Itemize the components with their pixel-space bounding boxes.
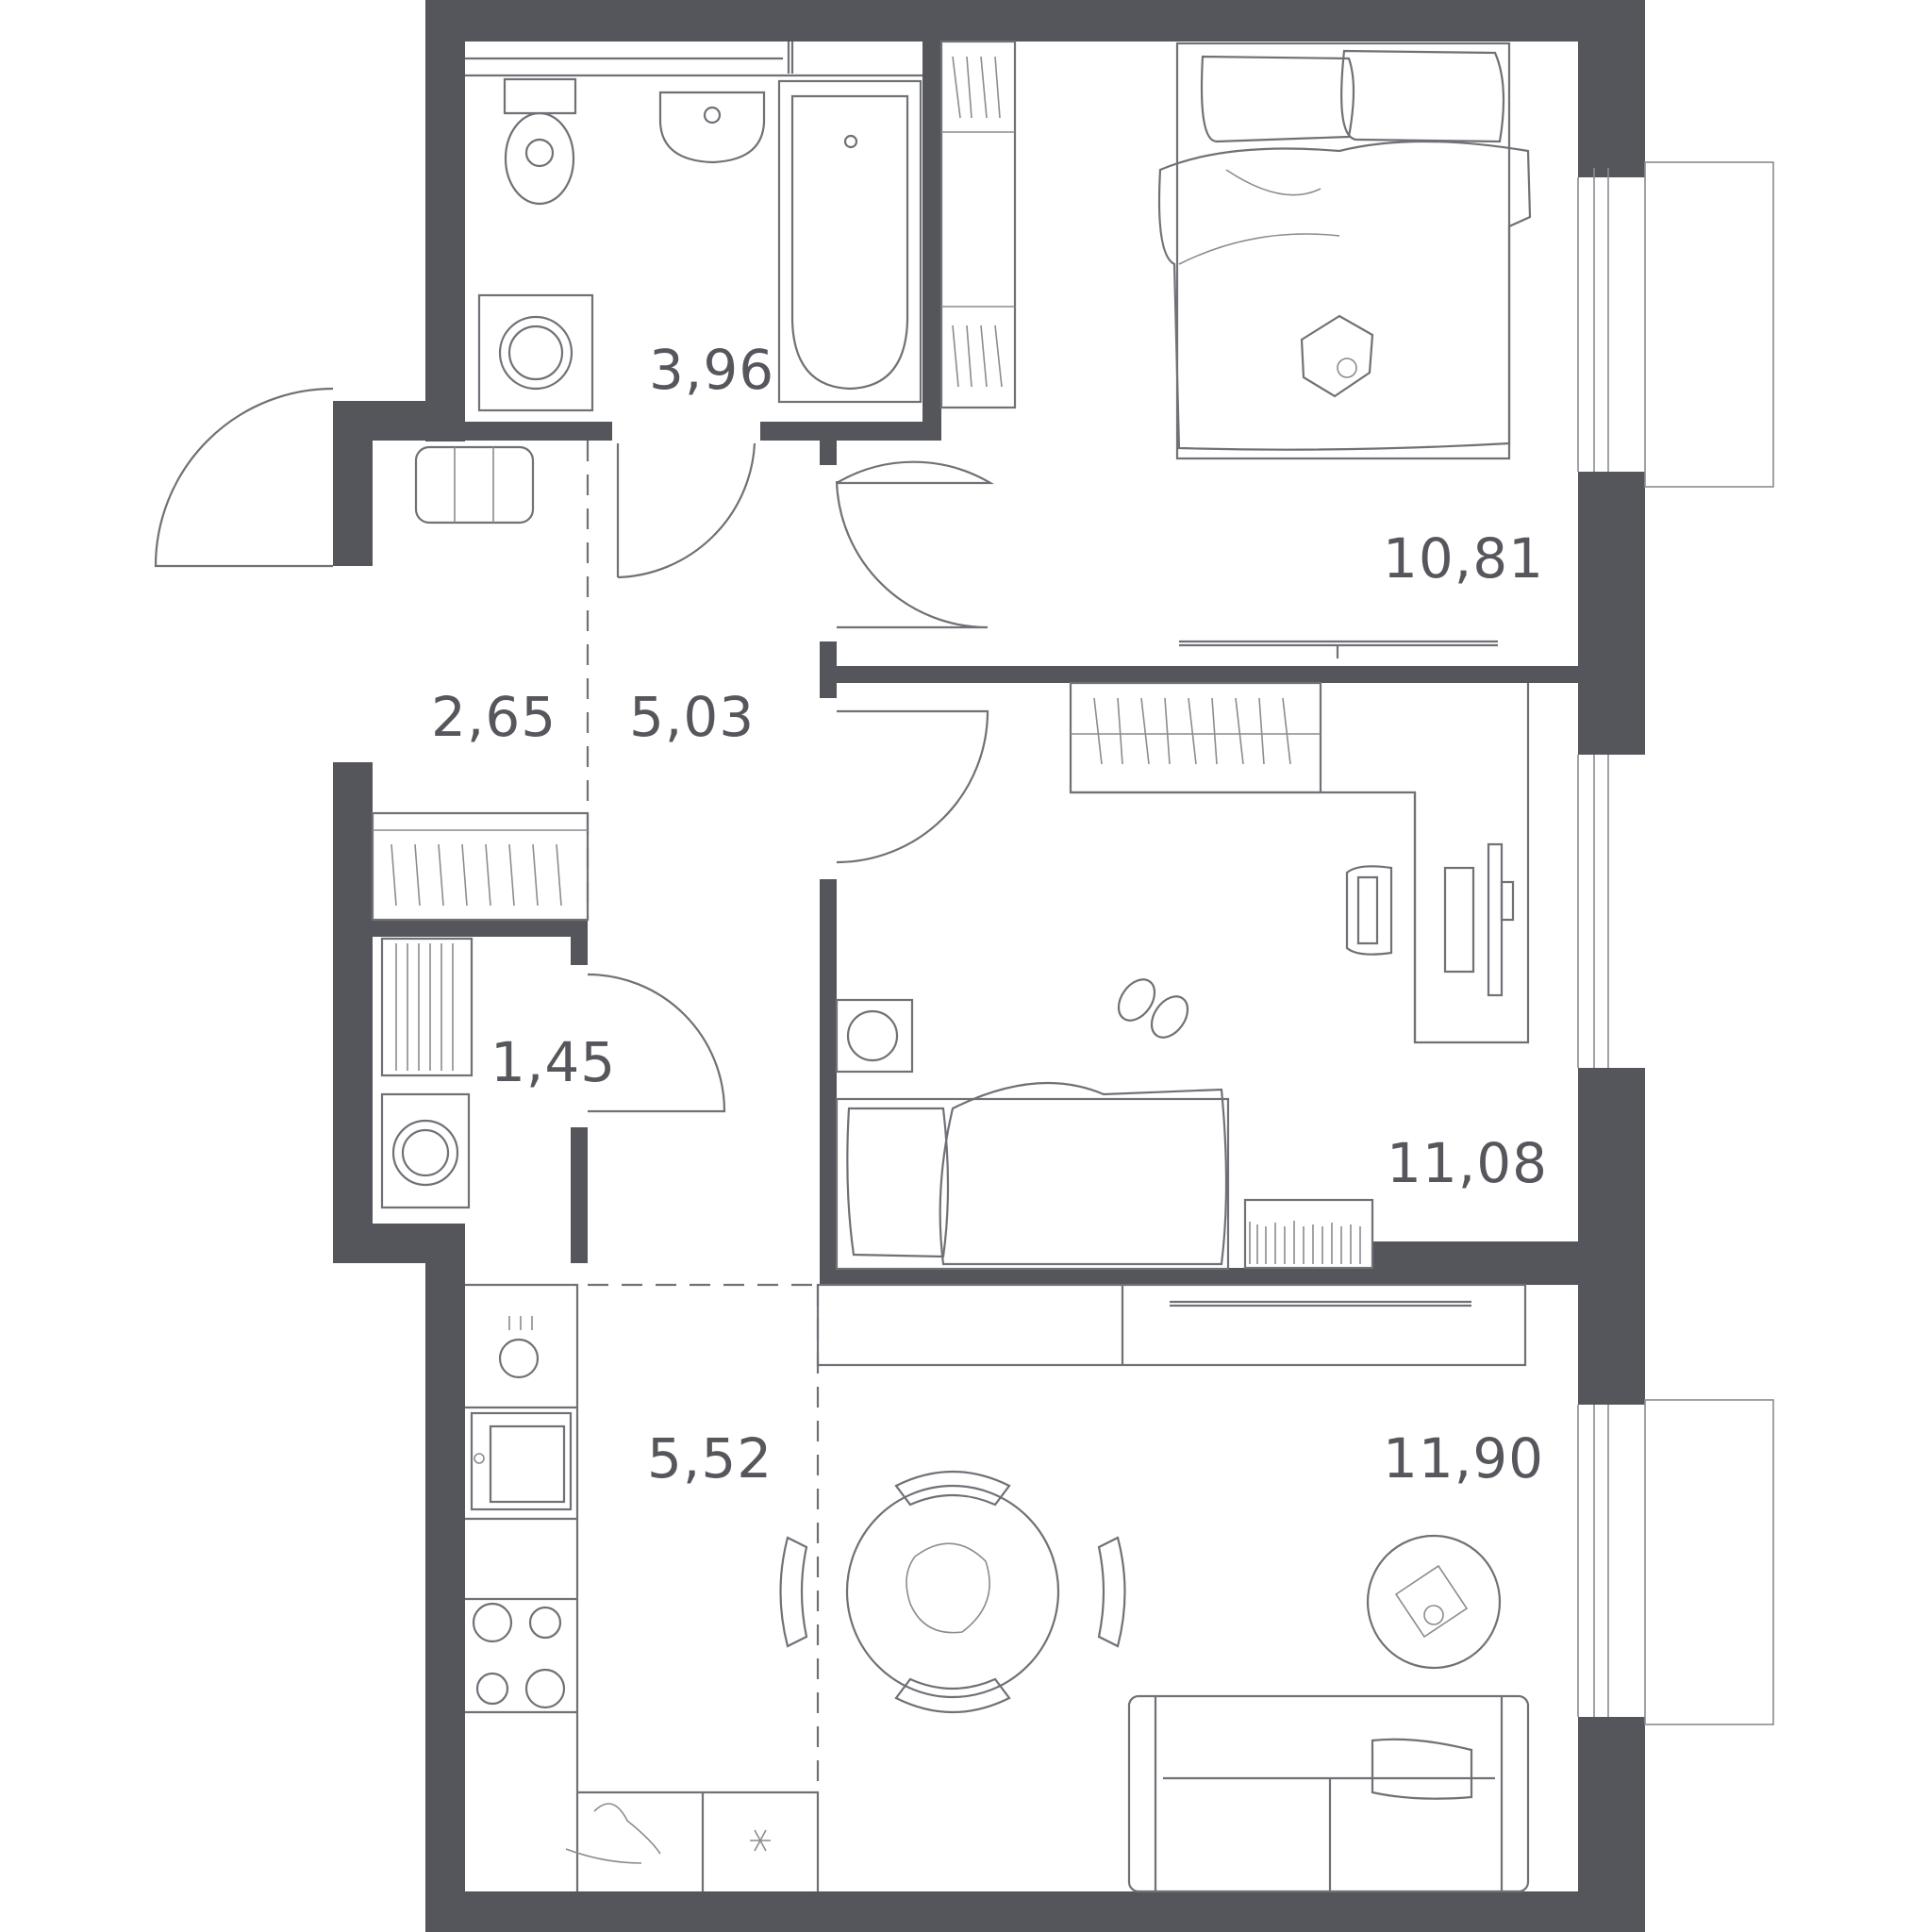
area-label-living-room: 11,90	[1383, 1426, 1544, 1491]
windows	[1577, 161, 1774, 1725]
zone-dividers	[586, 441, 820, 1792]
storage-furniture	[380, 937, 474, 1209]
entrance-door	[154, 387, 334, 568]
bedroom-door	[835, 480, 989, 629]
bathroom-door	[616, 442, 756, 579]
bookshelf-icon	[1243, 1198, 1374, 1270]
sofa-icon	[1127, 1694, 1530, 1893]
drying-rack-icon	[380, 937, 474, 1077]
wardrobe-icon	[371, 811, 590, 922]
kitchen-sink-icon	[470, 1411, 573, 1511]
desk-icon	[1071, 683, 1530, 1044]
dishwasher-icon	[498, 1316, 540, 1379]
pouf-icon	[835, 998, 914, 1074]
area-label-kids-room: 11,08	[1387, 1131, 1548, 1195]
washing-machine-icon	[380, 1092, 471, 1209]
bathtub-icon	[777, 79, 922, 404]
living-room-furniture	[779, 1283, 1530, 1893]
area-label-storage: 1,45	[490, 1030, 616, 1094]
doors	[154, 387, 995, 1113]
fridge-icon	[575, 1790, 820, 1891]
kitchen-furniture	[465, 1283, 820, 1891]
bed-icon	[835, 1081, 1230, 1271]
walls	[333, 0, 1645, 1932]
area-label-bedroom: 10,81	[1383, 526, 1544, 591]
bathroom-furniture	[465, 40, 1017, 412]
stove-icon	[472, 1602, 566, 1709]
bed-icon	[1157, 42, 1532, 460]
wardrobe-icon	[939, 40, 1017, 409]
bedroom-furniture	[1157, 42, 1532, 658]
shelf-icon	[1069, 681, 1322, 794]
area-labels: 3,96 10,81 2,65 5,03 1,45 11,08 5,52 11,…	[431, 338, 1548, 1491]
area-label-vestibule: 2,65	[431, 685, 557, 749]
area-label-kitchen: 5,52	[647, 1426, 773, 1491]
storage-door	[587, 973, 726, 1113]
bench-icon	[414, 445, 535, 525]
tv-stand-icon	[816, 1283, 1527, 1367]
slippers-icon	[1117, 978, 1189, 1039]
chair-icon	[1345, 865, 1393, 956]
kids-room-furniture	[835, 681, 1530, 1271]
tv-icon	[1179, 640, 1498, 658]
kids-door	[836, 709, 989, 864]
washing-machine-icon	[477, 293, 594, 412]
area-label-hall: 5,03	[629, 685, 755, 749]
toilet-icon	[503, 77, 577, 206]
vegetables-icon	[565, 1803, 661, 1864]
area-label-bathroom: 3,96	[649, 338, 774, 402]
coffee-table-icon	[1366, 1534, 1502, 1670]
sink-icon	[658, 91, 766, 164]
nightstand-item-icon	[1300, 314, 1374, 398]
dining-table-icon	[779, 1470, 1126, 1714]
vestibule-furniture	[371, 445, 590, 922]
